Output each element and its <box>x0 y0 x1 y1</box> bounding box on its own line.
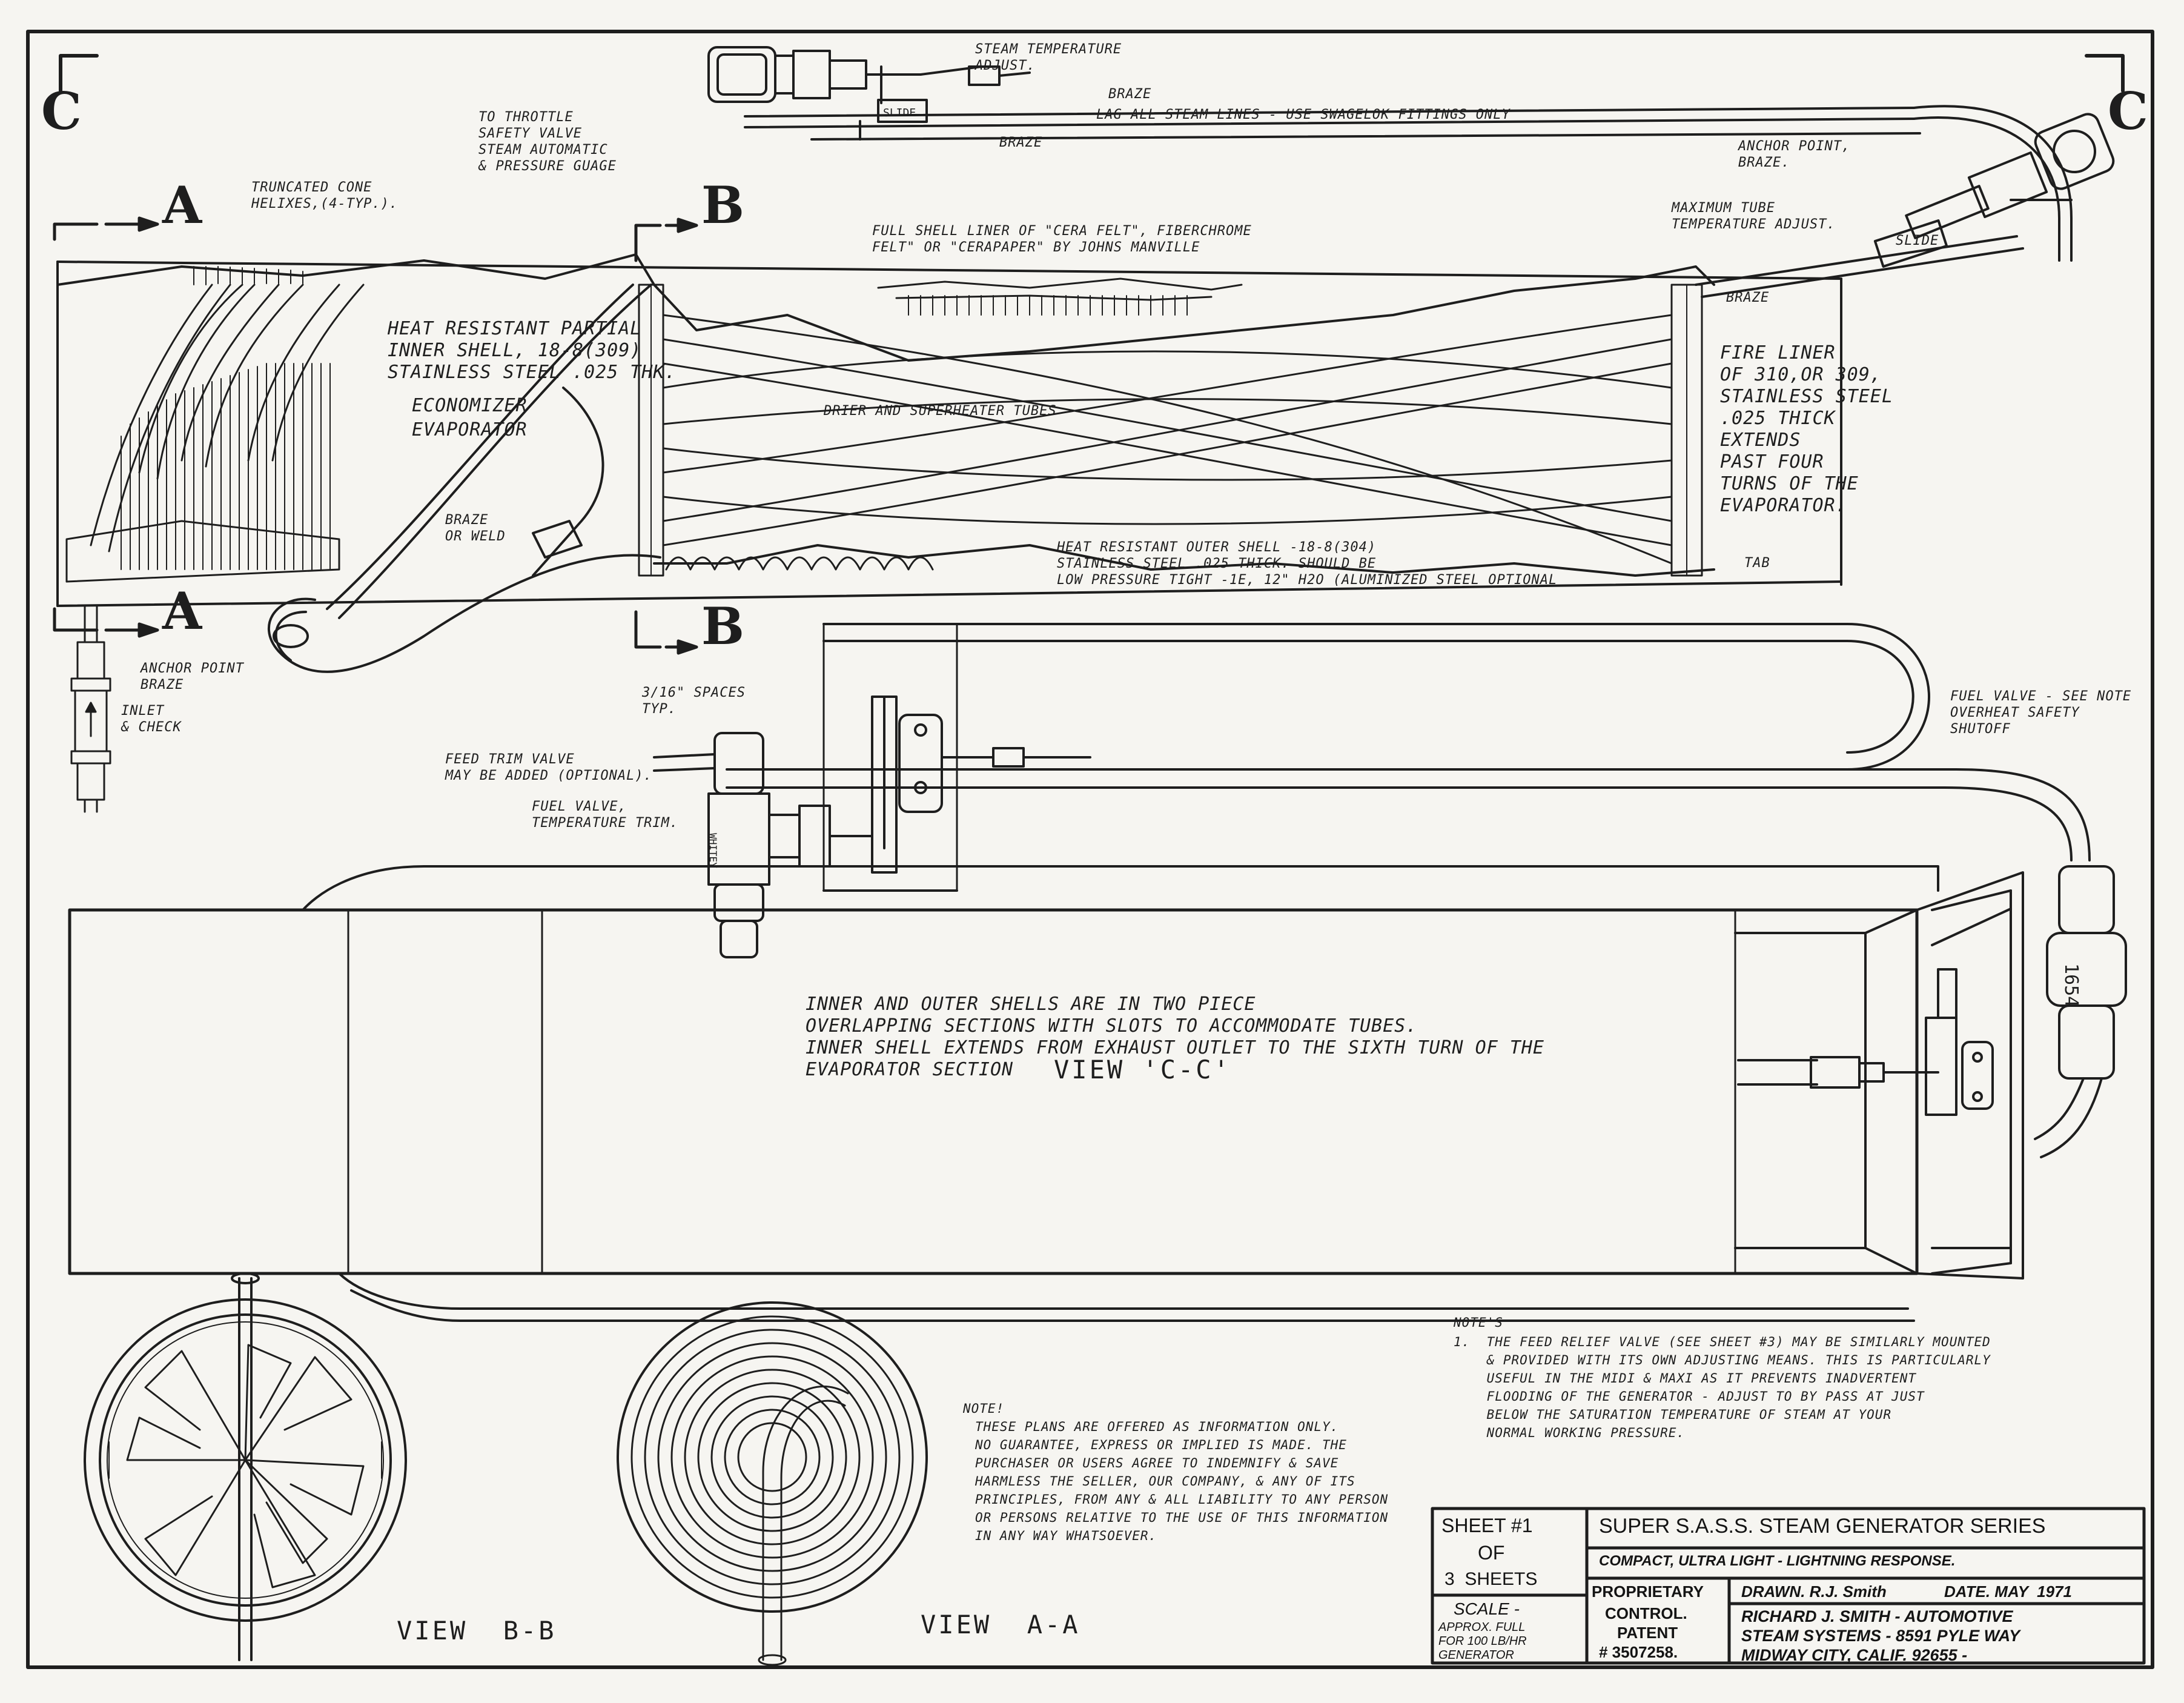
svg-text:1654: 1654 <box>2060 963 2082 1007</box>
label-fire-liner: FIRE LINER OF 310,OR 309, STAINLESS STEE… <box>1720 342 1893 516</box>
label-view-cc: VIEW 'C-C' <box>1054 1055 1231 1084</box>
label-max-tube-temp: MAXIMUM TUBE TEMPERATURE ADJUST. <box>1672 201 1836 232</box>
label-slide-right: SLIDE <box>1896 233 1939 248</box>
label-spaces: 3/16" SPACES TYP. <box>642 685 746 717</box>
tb-subtitle: COMPACT, ULTRA LIGHT - LIGHTNING RESPONS… <box>1599 1553 1956 1569</box>
outlet-fitting-right: 1654 <box>2034 865 2127 1158</box>
tb-date: DATE. MAY 1971 <box>1944 1582 2072 1601</box>
svg-text:WHITEY: WHITEY <box>707 833 719 868</box>
tb-of: OF <box>1478 1542 1505 1564</box>
section-marker-c-left: C <box>41 81 82 141</box>
section-line-b <box>634 217 698 655</box>
disclaimer-heading: NOTE! <box>963 1401 1005 1416</box>
fuel-valve-assembly: WHITEY <box>653 695 1091 958</box>
tb-scale-value: APPROX. FULL FOR 100 LB/HR GENERATOR <box>1438 1621 1527 1662</box>
label-view-bb: VIEW B-B <box>397 1616 557 1645</box>
feed-pipe-loop <box>267 284 661 673</box>
label-braze-top2: BRAZE <box>999 135 1043 150</box>
tb-series: SUPER S.A.S.S. STEAM GENERATOR SERIES <box>1599 1515 2046 1538</box>
section-marker-c-right: C <box>2108 81 2148 141</box>
label-outer-shell: HEAT RESISTANT OUTER SHELL -18-8(304) ST… <box>1057 540 1558 588</box>
economizer-evaporator-coils <box>65 284 1703 583</box>
label-to-throttle: TO THROTTLE SAFETY VALVE STEAM AUTOMATIC… <box>478 110 617 174</box>
disclaimer-text: THESE PLANS ARE OFFERED AS INFORMATION O… <box>975 1419 1389 1543</box>
label-anchor-point-left: ANCHOR POINT BRAZE <box>141 661 244 692</box>
label-truncated-cone: TRUNCATED CONE HELIXES,(4-TYP.). <box>251 180 399 211</box>
label-fuel-valve-note: FUEL VALVE - SEE NOTE OVERHEAT SAFETY SH… <box>1950 689 2132 737</box>
tb-scale-label: SCALE - <box>1454 1599 1520 1618</box>
tb-company: RICHARD J. SMITH - AUTOMOTIVE STEAM SYST… <box>1741 1607 2020 1664</box>
label-lag-lines: LAG ALL STEAM LINES - USE SWAGELOK FITTI… <box>1096 107 1511 122</box>
steam-line-top <box>744 105 2073 262</box>
label-braze-right: BRAZE <box>1726 290 1770 305</box>
inlet-check-valve <box>70 605 111 813</box>
tb-control: CONTROL. <box>1605 1604 1687 1622</box>
label-heat-resistant-inner: HEAT RESISTANT PARTIAL INNER SHELL, 18-8… <box>388 318 677 383</box>
label-view-aa: VIEW A-A <box>921 1610 1080 1639</box>
label-braze-top: BRAZE <box>1108 87 1152 102</box>
view-bb-drawing <box>84 1272 407 1661</box>
section-marker-a-bottom: A <box>162 581 202 641</box>
title-block-lines <box>1431 1507 2146 1665</box>
section-marker-a-top: A <box>162 175 202 235</box>
tb-drawn: DRAWN. R.J. Smith <box>1741 1582 1887 1601</box>
label-anchor-point-right: ANCHOR POINT, BRAZE. <box>1738 139 1851 170</box>
section-line-c <box>59 54 2125 93</box>
sheet-border <box>26 30 2154 1669</box>
label-braze-or-weld: BRAZE OR WELD <box>445 513 506 544</box>
drier-superheater-tubes <box>662 314 1673 571</box>
label-feed-trim: FEED TRIM VALVE MAY BE ADDED (OPTIONAL). <box>445 752 652 783</box>
label-evaporator: EVAPORATOR <box>412 419 528 440</box>
view-aa-drawing <box>617 1301 928 1666</box>
generator-body-upper <box>56 253 1842 607</box>
tb-patent-no: # 3507258. <box>1599 1643 1678 1661</box>
tb-patent: PATENT <box>1617 1624 1678 1642</box>
section-marker-b-bottom: B <box>701 596 744 656</box>
view-cc-body <box>68 623 2091 1322</box>
label-economizer: ECONOMIZER <box>412 395 528 416</box>
label-fuel-valve-trim: FUEL VALVE, TEMPERATURE TRIM. <box>532 799 679 831</box>
label-shell-liner: FULL SHELL LINER OF "CERA FELT", FIBERCH… <box>872 224 1252 255</box>
notes-item-1: 1. THE FEED RELIEF VALVE (SEE SHEET #3) … <box>1454 1335 1991 1440</box>
label-shells-note: INNER AND OUTER SHELLS ARE IN TWO PIECE … <box>806 994 1544 1080</box>
label-drier-superheater: DRIER AND SUPERHEATER TUBES <box>824 403 1057 419</box>
label-tab: TAB <box>1744 556 1770 571</box>
tb-sheets: 3 SHEETS <box>1444 1569 1538 1589</box>
label-steam-temp-adjust: STEAM TEMPERATURE ADJUST. <box>975 42 1122 73</box>
label-inlet-check: INLET & CHECK <box>121 703 182 735</box>
tb-sheet: SHEET #1 <box>1441 1515 1533 1536</box>
tb-proprietary: PROPRIETARY <box>1592 1582 1704 1601</box>
steam-temp-adjust-fitting: SLIDE <box>707 46 1031 141</box>
section-line-a <box>53 216 159 638</box>
notes-heading: NOTE'S <box>1454 1315 1503 1330</box>
section-marker-b-top: B <box>701 175 744 235</box>
svg-text:SLIDE: SLIDE <box>883 107 916 119</box>
